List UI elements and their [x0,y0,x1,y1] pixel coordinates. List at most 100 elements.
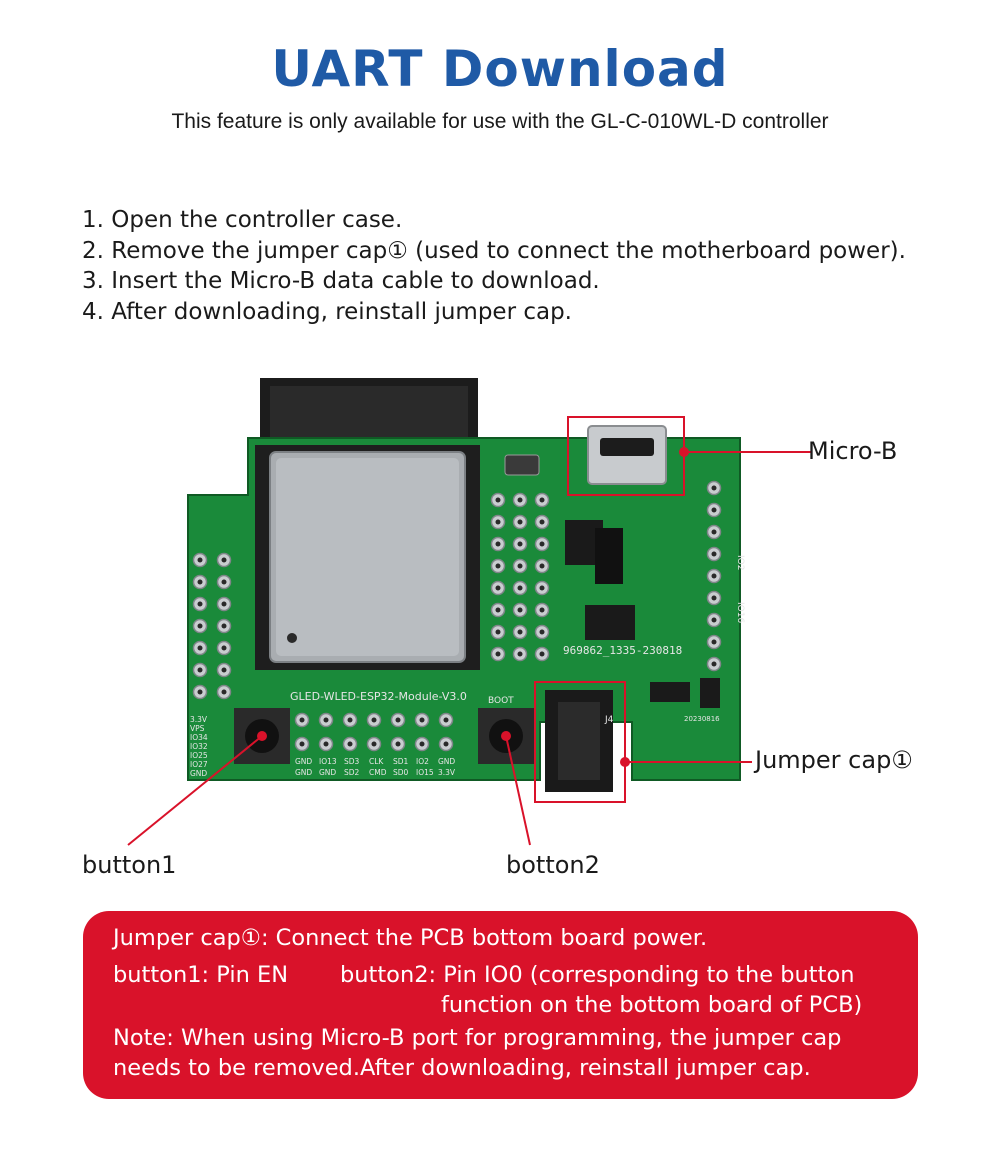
board-serial: 969862_1335-230818 [563,644,682,657]
pad-hole [539,607,545,613]
shield-surface [276,458,459,656]
pad-hole [221,579,227,585]
button1-leader [127,735,263,846]
pad-hole [495,497,501,503]
pad-hole [539,497,545,503]
pad-hole [419,717,425,723]
pin-label: CMD [369,768,387,777]
note-line: needs to be removed.After downloading, r… [113,1055,811,1081]
button1-callout: button1 [82,851,177,879]
pad-hole [197,667,203,673]
pad-hole [711,639,717,645]
pad-hole [221,689,227,695]
jumper-cap [558,702,600,780]
pad-hole [299,741,305,747]
pad-hole [395,741,401,747]
instruction-steps: 1. Open the controller case. 2. Remove t… [82,205,906,327]
pad-hole [711,595,717,601]
pad-hole [711,551,717,557]
smd-transistor [700,678,720,708]
pad-hole [711,617,717,623]
pin-label: IO2 [735,555,745,570]
pad-hole [395,717,401,723]
pin-label: SD0 [393,768,409,777]
pad-hole [517,607,523,613]
pad-hole [443,717,449,723]
pad-hole [517,563,523,569]
step-item: 4. After downloading, reinstall jumper c… [82,298,572,325]
pin-label: 3.3V [190,715,208,724]
pad-hole [711,661,717,667]
pad-hole [371,741,377,747]
pad-hole [197,689,203,695]
micro-b-callout: Micro-B [808,437,898,465]
button2-leader-dot [501,731,511,741]
pad-hole [495,563,501,569]
pad-hole [495,541,501,547]
button2-leader [505,735,531,846]
pin-label: SD3 [344,757,360,766]
pad-hole [495,629,501,635]
pad-hole [539,651,545,657]
note-line: button1: Pin EN [113,962,289,988]
step-item: 2. Remove the jumper cap① (used to conne… [82,237,906,264]
note-line: Note: When using Micro-B port for progra… [113,1025,842,1051]
pad-hole [711,485,717,491]
note-line: button2: Pin IO0 (corresponding to the b… [340,962,855,988]
pin-label: IO16 [735,602,745,623]
jumper-cap-callout: Jumper cap① [755,746,913,774]
pin-label: VPS [190,724,205,733]
pin-label: CLK [369,757,384,766]
pad-hole [419,741,425,747]
board-date: 20230816 [684,715,720,723]
pin-label: GND [438,757,455,766]
antenna-trace [270,386,468,446]
step-item: 1. Open the controller case. [82,207,403,233]
jumper-label: J4 [604,715,614,725]
pad-hole [347,741,353,747]
step-item: 3. Insert the Micro-B data cable to down… [82,268,600,294]
pin-label: GND [319,768,336,777]
pad-hole [197,557,203,563]
pad-hole [517,629,523,635]
pad-hole [495,519,501,525]
pad-hole [347,717,353,723]
pad-hole [221,557,227,563]
pin-label: GND [295,768,312,777]
pad-hole [539,541,545,547]
pad-hole [323,741,329,747]
pin-label: IO2 [416,757,429,766]
board-silkscreen-title: GLED-WLED-ESP32-Module-V3.0 [290,690,467,703]
page-title: UART Download [271,40,729,98]
pad-hole [197,645,203,651]
pad-hole [517,585,523,591]
pad-hole [495,585,501,591]
pin-label: GND [190,769,207,778]
jumper-cap-highlight [534,681,626,803]
pad-hole [539,519,545,525]
pad-hole [711,507,717,513]
pad-hole [711,529,717,535]
boot-label: BOOT [488,696,514,706]
pad-hole [517,497,523,503]
pad-hole [443,741,449,747]
micro-b-opening [600,438,654,456]
pin-label: GND [295,757,312,766]
pad-hole [197,623,203,629]
pin1-marker [287,633,297,643]
pad-hole [539,585,545,591]
crystal-component [504,454,540,476]
pad-hole [371,717,377,723]
pad-hole [197,579,203,585]
pad-hole [495,651,501,657]
micro-b-leader-dot [679,447,689,457]
pad-hole [323,717,329,723]
pad-hole [221,623,227,629]
pin-label: IO34 [190,733,208,742]
pad-hole [221,601,227,607]
button1-leader-dot [257,731,267,741]
pin-label: IO27 [190,760,208,769]
pin-label: IO25 [190,751,208,760]
usb-uart-chip [585,605,635,640]
jumper-leader-dot [620,757,630,767]
